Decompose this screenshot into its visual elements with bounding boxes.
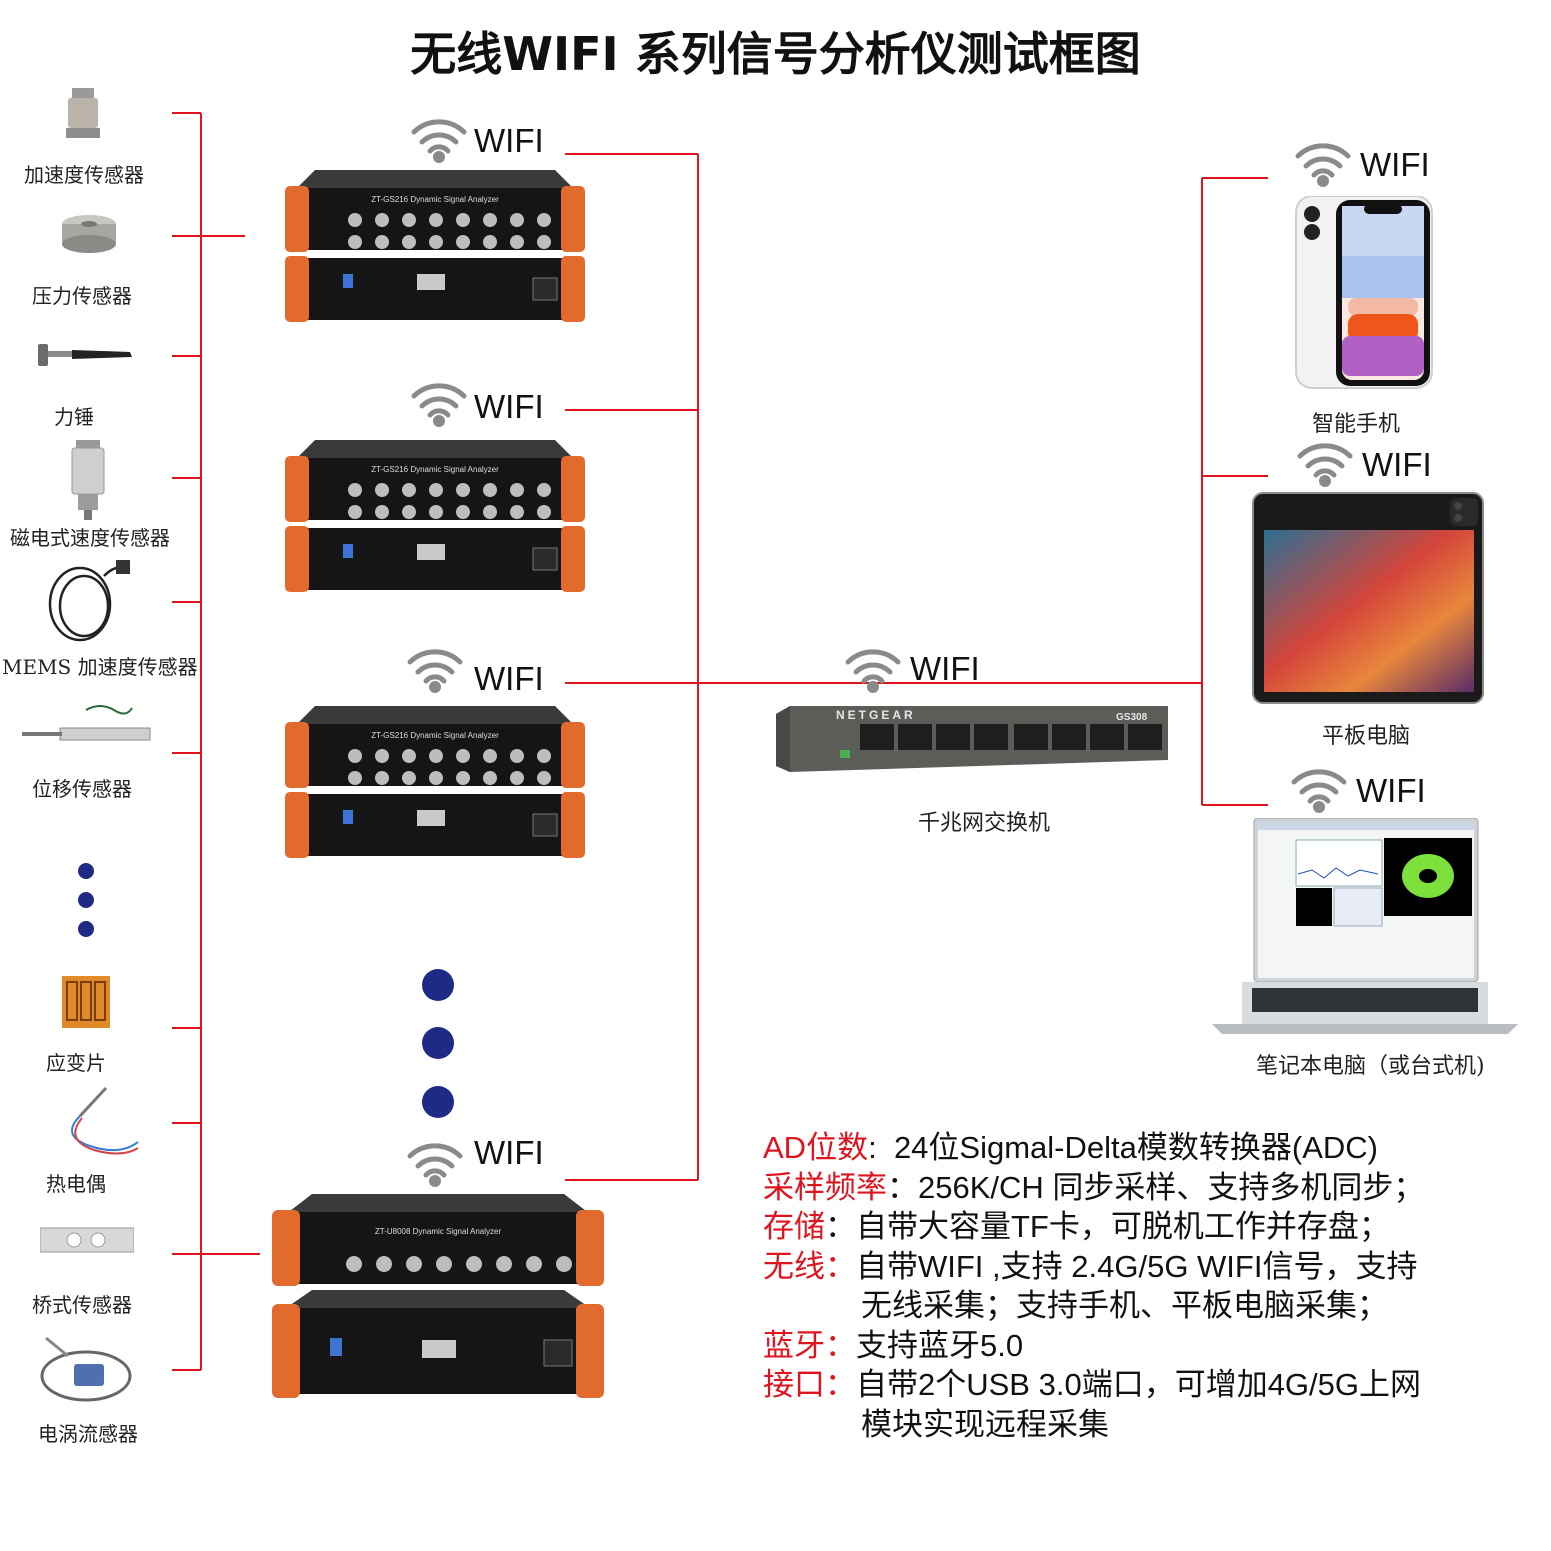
spec-ad-bits: AD位数: 24位Sigmal-Delta模数转换器(ADC) [763, 1128, 1523, 1168]
spec-value: 自带2个USB 3.0端口，可增加4G/5G上网 [856, 1367, 1422, 1402]
thermocouple-icon [71, 1086, 139, 1155]
sensor-label-pressure: 压力传感器 [32, 284, 132, 308]
wifi-icon [407, 1143, 463, 1187]
wifi-label: WIFI [474, 660, 544, 697]
client-label-tablet: 平板电脑 [1322, 724, 1411, 749]
wifi-label: WIFI [910, 650, 980, 687]
spec-value: 自带大容量TF卡，可脱机工作并存盘； [856, 1209, 1390, 1244]
sensor-label-thermocouple: 热电偶 [46, 1172, 106, 1196]
wifi-icon [407, 649, 463, 693]
spec-separator: ： [825, 1327, 856, 1363]
pressure-sensor-icon [62, 215, 116, 253]
svg-text:ZT-GS216 Dynamic Signal Analyz: ZT-GS216 Dynamic Signal Analyzer [371, 731, 499, 740]
spec-key: 存储 [763, 1209, 825, 1244]
wifi-icon [411, 119, 467, 163]
svg-text:ZT-GS216 Dynamic Signal Analyz: ZT-GS216 Dynamic Signal Analyzer [371, 465, 499, 474]
wifi-icon [1295, 143, 1351, 187]
client-label-laptop: 笔记本电脑（或台式机) [1256, 1054, 1485, 1079]
accelerometer-icon [66, 88, 100, 138]
u8008-analyzer-icon: ZT-U8008 Dynamic Signal Analyzer [272, 1194, 604, 1398]
mems-sensor-icon [48, 560, 130, 642]
wifi-label: WIFI [474, 122, 544, 159]
spec-separator: ： [887, 1169, 918, 1205]
more-analyzers-dot [422, 969, 454, 1001]
diagram-title: 无线WIFI 系列信号分析仪测试框图 [410, 27, 1141, 81]
velocity-sensor-icon [71, 440, 105, 520]
load-cell-icon [40, 1227, 134, 1253]
wifi-label: WIFI [1362, 446, 1432, 483]
more-sensors-dot [78, 921, 94, 937]
sensor-label-load-cell: 桥式传感器 [32, 1293, 132, 1317]
more-sensors-dot [78, 863, 94, 879]
spec-storage: 存储：自带大容量TF卡，可脱机工作并存盘； [763, 1207, 1523, 1247]
more-sensors-dot [78, 892, 94, 908]
spec-wireless: 无线：自带WIFI ,支持 2.4G/5G WIFI信号，支持 [763, 1247, 1523, 1287]
wifi-icon [411, 383, 467, 427]
eddy-current-probe-icon [40, 1336, 132, 1402]
switch-brand: NETGEAR [836, 708, 916, 722]
sensor-label-eddy-current: 电涡流感器 [38, 1422, 138, 1446]
sensor-label-force-hammer: 力锤 [54, 405, 94, 429]
wifi-label: WIFI [1360, 146, 1430, 183]
spec-value: 支持蓝牙5.0 [856, 1327, 1024, 1363]
wifi-icon [1291, 769, 1347, 813]
gs216-analyzer-icon: ZT-GS216 Dynamic Signal Analyzer [285, 706, 585, 858]
gs216-analyzer-icon: ZT-GS216 Dynamic Signal Analyzer [285, 440, 585, 592]
spec-separator: : [868, 1130, 877, 1165]
analyzer-device-2: ZT-GS216 Dynamic Signal Analyzer [285, 430, 585, 600]
network-switch: NETGEAR GS308 [776, 706, 1168, 780]
force-hammer-icon [38, 344, 132, 366]
wifi-icon [845, 649, 901, 693]
spec-interface: 接口：自带2个USB 3.0端口，可增加4G/5G上网 [763, 1365, 1523, 1405]
switch-model: GS308 [1116, 712, 1148, 723]
svg-text:ZT-U8008 Dynamic Signal Analyz: ZT-U8008 Dynamic Signal Analyzer [375, 1227, 502, 1236]
sensor-column: 加速度传感器 压力传感器 力锤 磁电式速度传感器 MEMS 加速度传感器 位移传… [0, 0, 200, 1551]
analyzer-device-3: ZT-GS216 Dynamic Signal Analyzer [285, 696, 585, 866]
sensor-label-mems: MEMS 加速度传感器 [2, 655, 198, 679]
spec-value: 24位Sigmal-Delta模数转换器(ADC) [893, 1130, 1378, 1165]
spec-interface-continued: 模块实现远程采集 [861, 1406, 1109, 1442]
spec-bluetooth: 蓝牙：支持蓝牙5.0 [763, 1326, 1523, 1366]
spec-list: AD位数: 24位Sigmal-Delta模数转换器(ADC) 采样频率：256… [763, 1128, 1523, 1444]
spec-value: 256K/CH 同步采样、支持多机同步； [918, 1169, 1425, 1205]
gs216-analyzer-icon: ZT-GS216 Dynamic Signal Analyzer [285, 170, 585, 322]
wifi-label: WIFI [474, 1134, 544, 1171]
sensor-label-velocity: 磁电式速度传感器 [10, 526, 170, 550]
spec-key: AD位数 [763, 1130, 869, 1165]
svg-text:ZT-GS216 Dynamic Signal Analyz: ZT-GS216 Dynamic Signal Analyzer [371, 195, 499, 204]
spec-key: 无线 [763, 1248, 825, 1284]
spec-separator: ： [825, 1209, 856, 1244]
spec-separator: ： [825, 1367, 856, 1402]
wifi-label: WIFI [474, 388, 544, 425]
more-analyzers-dot [422, 1086, 454, 1118]
sensor-label-displacement: 位移传感器 [32, 777, 132, 801]
wifi-icon [1297, 443, 1353, 487]
switch-icon [776, 706, 1168, 772]
laptop-icon [1212, 818, 1518, 1034]
analyzer-device-1: ZT-GS216 Dynamic Signal Analyzer [285, 160, 585, 330]
spec-key: 采样频率 [763, 1169, 887, 1205]
displacement-sensor-icon [22, 705, 151, 741]
wifi-label: WIFI [1356, 772, 1426, 809]
client-label-smartphone: 智能手机 [1312, 412, 1401, 437]
spec-value: 自带WIFI ,支持 2.4G/5G WIFI信号，支持 [856, 1248, 1418, 1284]
spec-key: 蓝牙 [763, 1327, 825, 1363]
switch-label: 千兆网交换机 [918, 811, 1051, 836]
spec-key: 接口 [763, 1367, 825, 1402]
smartphone-icon [1295, 196, 1433, 389]
sensor-label-strain-gauge: 应变片 [46, 1051, 106, 1075]
more-analyzers-dot [422, 1027, 454, 1059]
strain-gauge-icon [62, 976, 110, 1028]
spec-separator: ： [825, 1248, 856, 1284]
spec-sampling-rate: 采样频率：256K/CH 同步采样、支持多机同步； [763, 1168, 1523, 1208]
analyzer-device-4: ZT-U8008 Dynamic Signal Analyzer [272, 1190, 604, 1406]
tablet-icon [1252, 492, 1484, 704]
sensor-label-accelerometer: 加速度传感器 [24, 163, 144, 187]
spec-wireless-continued: 无线采集；支持手机、平板电脑采集； [861, 1288, 1388, 1323]
